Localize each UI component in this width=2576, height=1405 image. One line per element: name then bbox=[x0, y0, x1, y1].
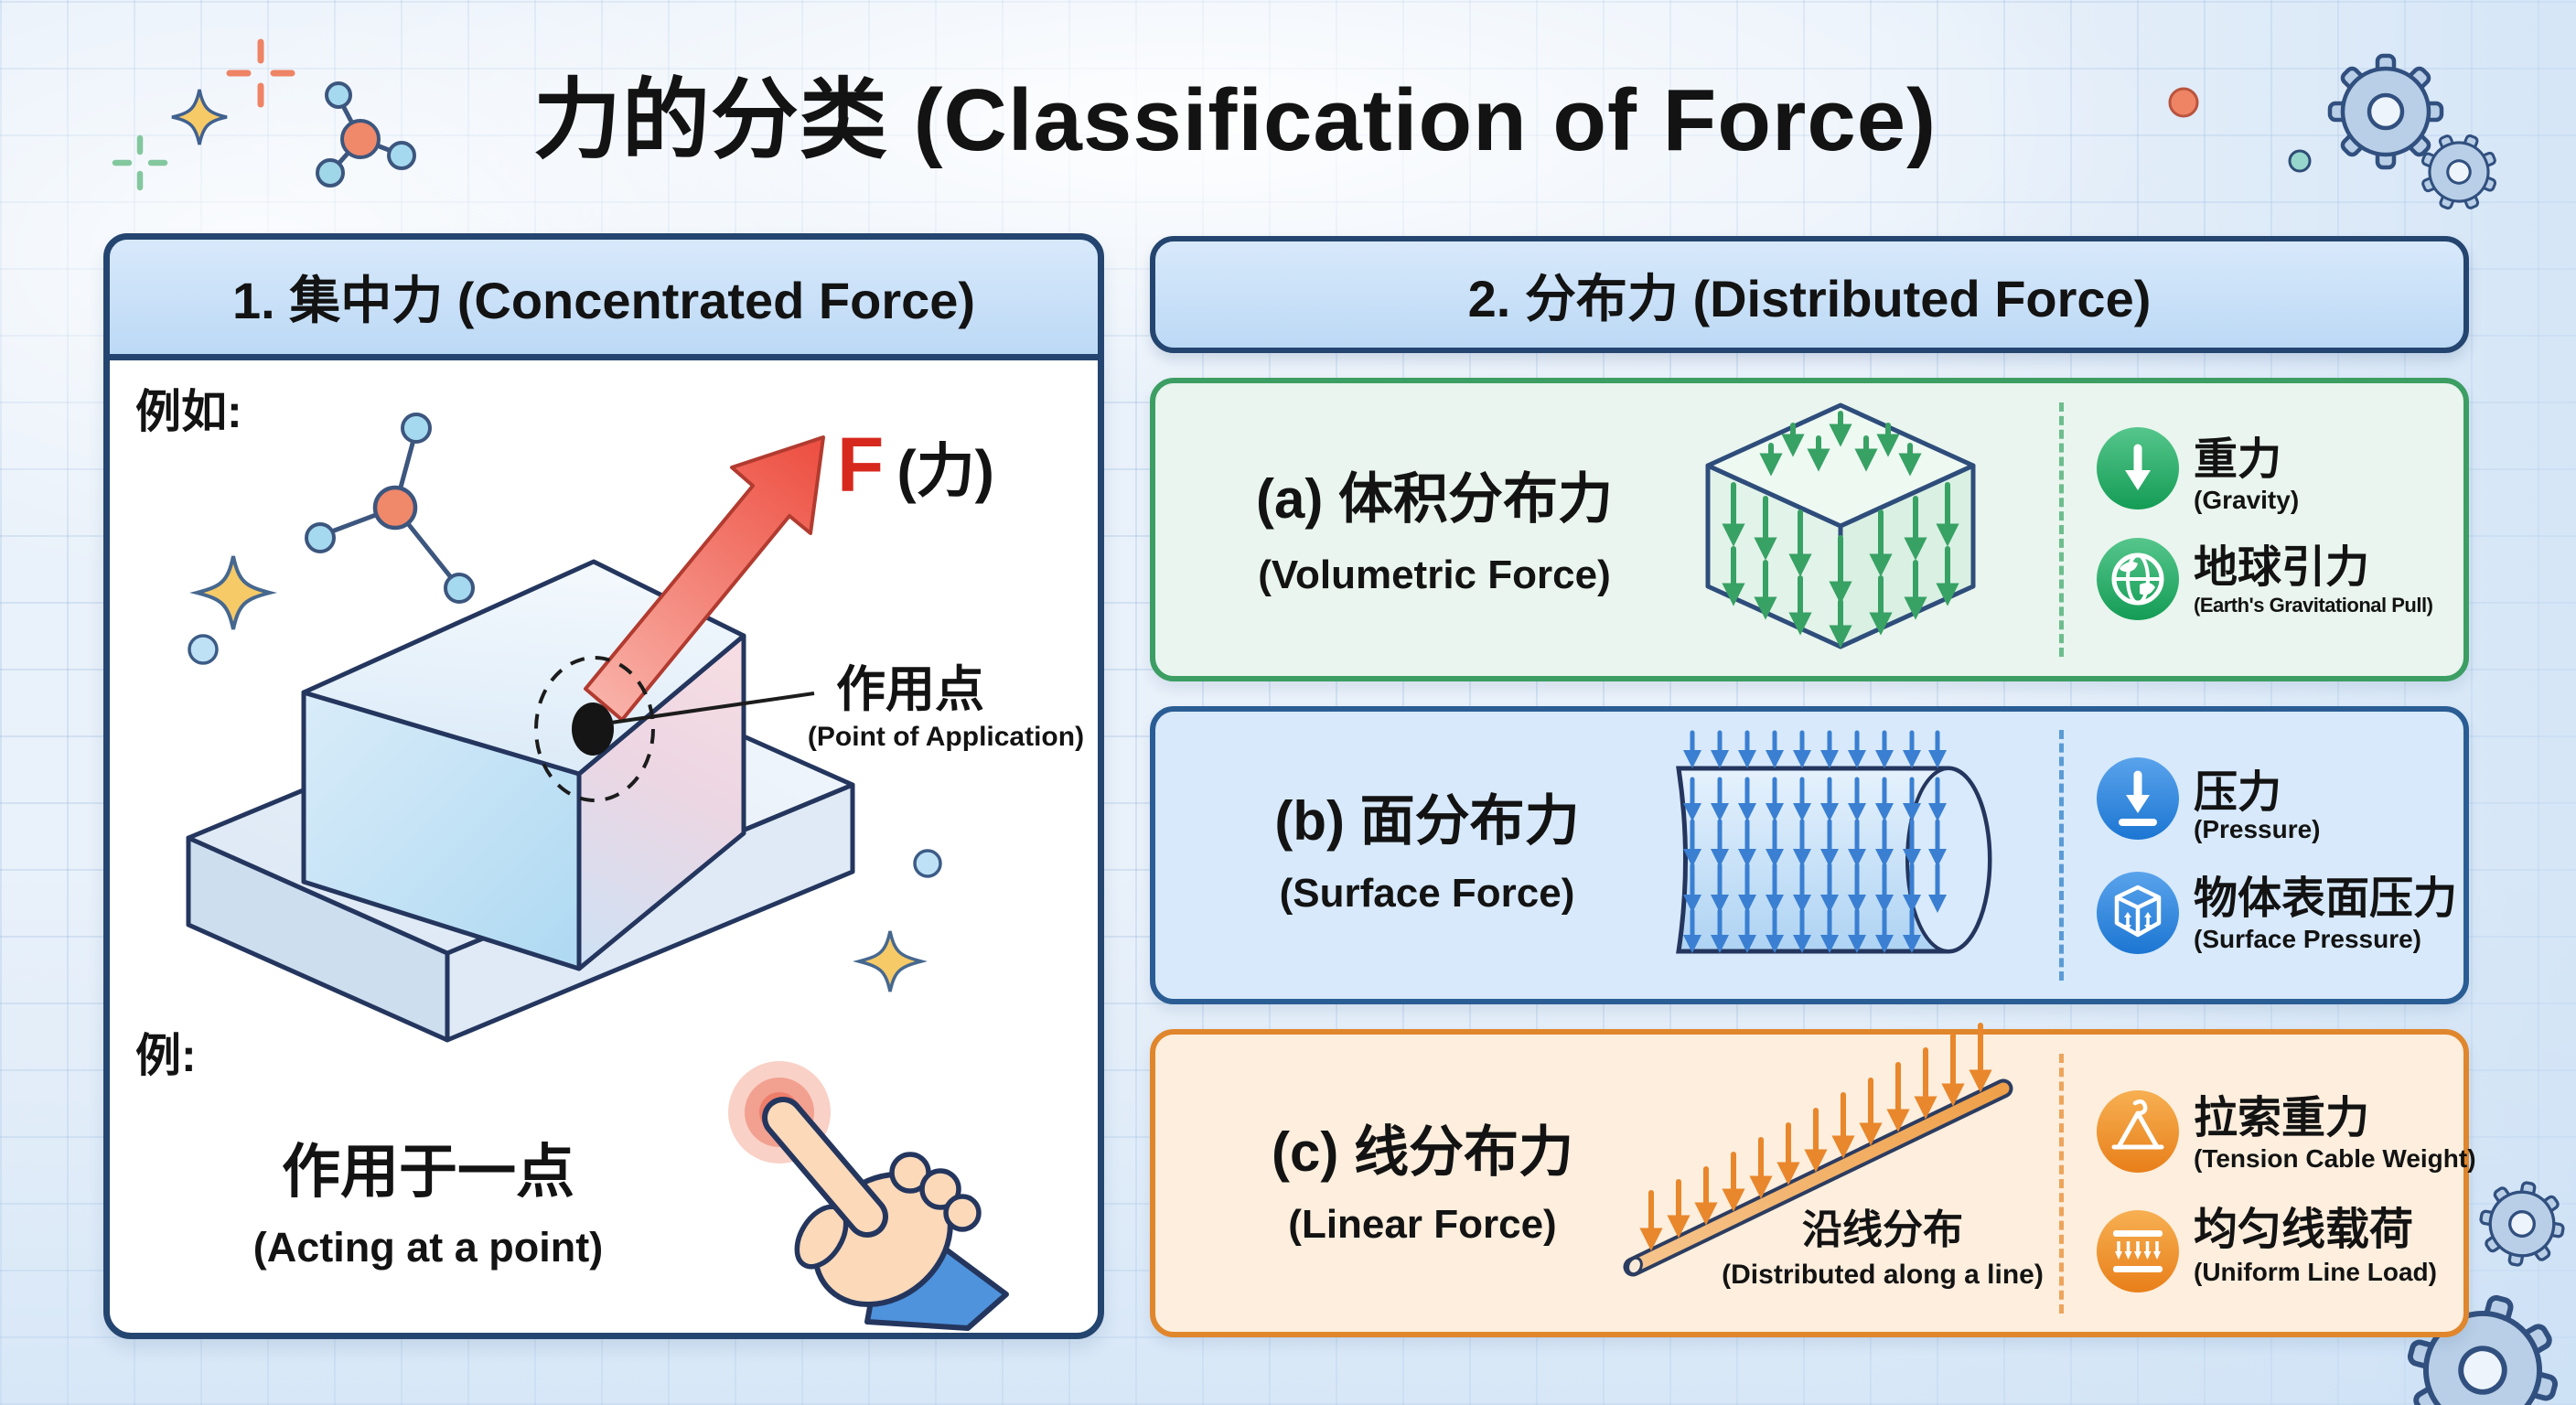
acting-at-point-label-en: (Acting at a point) bbox=[252, 1224, 604, 1271]
divider-dashed-green bbox=[2059, 402, 2064, 657]
force-label: F(力) bbox=[837, 424, 994, 505]
surface-pressure-label-cn: 物体表面压力 bbox=[2194, 874, 2458, 923]
gear-icon bbox=[2330, 56, 2442, 167]
uniform-load-icon bbox=[2097, 1210, 2179, 1292]
globe-icon bbox=[2097, 538, 2179, 620]
tension-cable-label-cn: 拉索重力 bbox=[2194, 1094, 2370, 1142]
earth-pull-label-en: (Earth's Gravitational Pull) bbox=[2194, 594, 2433, 617]
gravity-label-en: (Gravity) bbox=[2194, 486, 2300, 514]
force-symbol-suffix: (力) bbox=[896, 438, 994, 504]
concentrated-force-header-label: 1. 集中力 (Concentrated Force) bbox=[231, 272, 976, 329]
page-title: 力的分类 (Classification of Force) bbox=[532, 71, 1937, 169]
star-icon bbox=[171, 89, 228, 145]
pressure-label-en: (Pressure) bbox=[2194, 815, 2321, 843]
block-illustration bbox=[301, 559, 746, 971]
divider-dashed-blue bbox=[2059, 730, 2064, 981]
earth-pull-label-cn: 地球引力 bbox=[2194, 543, 2370, 592]
section-c-title-en: (Linear Force) bbox=[1288, 1202, 1557, 1247]
linear-rod-illustration bbox=[1623, 1023, 2013, 1277]
concentrated-force-panel: 1. 集中力 (Concentrated Force) bbox=[103, 233, 1104, 1339]
acting-at-point-label-cn: 作用于一点 bbox=[282, 1139, 574, 1205]
star-icon bbox=[853, 930, 928, 992]
dot-icon bbox=[2288, 149, 2312, 173]
gravity-down-arrow-icon bbox=[2097, 427, 2179, 509]
linear-arrows bbox=[1639, 1023, 1992, 1251]
pressure-icon bbox=[2097, 757, 2179, 840]
sparkle-icon bbox=[226, 38, 295, 108]
point-dot bbox=[572, 702, 614, 756]
point-of-application-label-cn: 作用点 bbox=[836, 662, 984, 717]
index-finger bbox=[762, 1097, 888, 1238]
uniform-load-label-en: (Uniform Line Load) bbox=[2194, 1258, 2437, 1286]
dot-icon bbox=[913, 849, 942, 878]
pointing-hand-illustration bbox=[728, 1061, 1009, 1331]
molecule-icon bbox=[316, 81, 416, 188]
tension-cable-label-en: (Tension Cable Weight) bbox=[2194, 1144, 2476, 1173]
curled-fingers bbox=[889, 1152, 982, 1232]
surface-arrows bbox=[1683, 730, 1947, 953]
pressure-label-cn: 压力 bbox=[2194, 768, 2282, 817]
section-b-title-cn: (b) 面分布力 bbox=[1274, 790, 1580, 852]
pointer-line bbox=[610, 692, 815, 724]
dot-icon bbox=[188, 634, 219, 665]
section-c-title-cn: (c) 线分布力 bbox=[1272, 1121, 1573, 1183]
along-line-annotation-cn: 沿线分布 bbox=[1802, 1207, 1963, 1252]
surface-cylinder-illustration bbox=[1676, 730, 1992, 954]
force-arrow bbox=[584, 435, 825, 722]
volumetric-arrows bbox=[1722, 411, 1959, 649]
surface-pressure-icon bbox=[2097, 872, 2179, 954]
sparkle-icon bbox=[112, 134, 168, 191]
concentrated-force-illustration bbox=[186, 413, 942, 1043]
gear-icon bbox=[2473, 1174, 2571, 1273]
uniform-load-label-cn: 均匀线载荷 bbox=[2194, 1206, 2414, 1254]
star-icon bbox=[189, 555, 277, 630]
distributed-force-header: 2. 分布力 (Distributed Force) bbox=[1150, 236, 2469, 353]
distributed-force-header-label: 2. 分布力 (Distributed Force) bbox=[1467, 269, 2152, 327]
concentrated-force-header: 1. 集中力 (Concentrated Force) bbox=[103, 233, 1104, 360]
tension-cable-icon bbox=[2097, 1090, 2179, 1173]
point-dashed-circle bbox=[534, 656, 655, 802]
divider-dashed-orange bbox=[2059, 1054, 2064, 1314]
along-line-annotation-en: (Distributed along a line) bbox=[1722, 1260, 2044, 1290]
point-of-application-label-en: (Point of Application) bbox=[807, 722, 1085, 752]
gravity-label-cn: 重力 bbox=[2194, 435, 2282, 484]
section-b-title-en: (Surface Force) bbox=[1279, 871, 1575, 916]
surface-pressure-label-en: (Surface Pressure) bbox=[2194, 925, 2422, 953]
section-a-title-en: (Volumetric Force) bbox=[1258, 552, 1611, 597]
dot-icon bbox=[2168, 87, 2199, 118]
volumetric-cube-illustration bbox=[1705, 402, 1976, 649]
molecule-icon bbox=[305, 413, 475, 604]
example-intro-label: 例如: bbox=[135, 386, 242, 437]
example-label: 例: bbox=[135, 1030, 197, 1081]
force-symbol: F bbox=[837, 422, 885, 508]
section-a-title-cn: (a) 体积分布力 bbox=[1256, 468, 1613, 530]
